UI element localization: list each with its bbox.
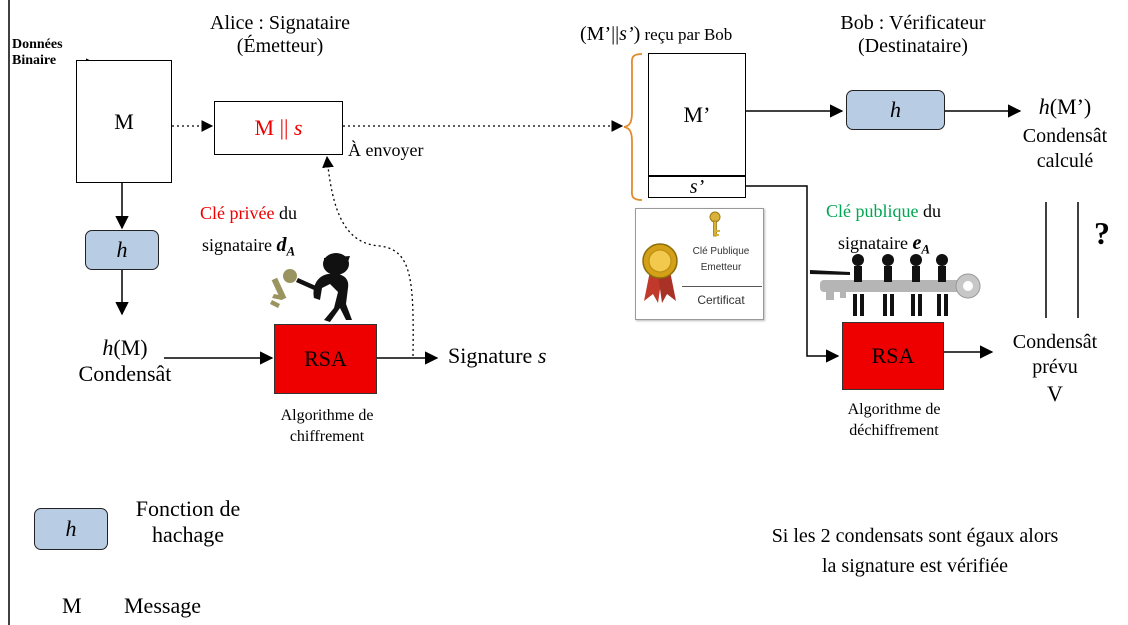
- condensat-prevu-line1: Condensât: [1012, 331, 1098, 353]
- spy-figure-icon: [270, 253, 352, 322]
- legend-m-symbol: M: [62, 593, 82, 618]
- legend-m-text: Message: [124, 593, 201, 618]
- legend-h-line1: Fonction de: [135, 496, 241, 521]
- rsa-box-left: RSA: [274, 324, 377, 394]
- received-suffix: reçu par Bob: [640, 25, 733, 44]
- private-signataire-label: signataire dA: [202, 234, 295, 260]
- concat-m: M ||: [254, 115, 294, 140]
- private-signataire-text: signataire: [202, 235, 277, 255]
- alice-line1: Alice : Signataire: [210, 12, 350, 34]
- arrow-signature-to-concat: [322, 155, 414, 357]
- concat-box: M || s: [214, 101, 343, 155]
- received-title: (M’||s’) reçu par Bob: [580, 23, 732, 46]
- rsa-box-right-label: RSA: [871, 343, 915, 368]
- legend-hash-box: h: [34, 508, 108, 550]
- algo-dechiffrement: Algorithme de déchiffrement: [825, 400, 963, 442]
- conclusion-line1: Si les 2 condensats sont égaux alors: [771, 525, 1059, 547]
- received-s: s’: [619, 23, 634, 45]
- algo-dechiff-line2: déchiffrement: [849, 421, 939, 439]
- received-close: ): [633, 23, 641, 45]
- public-signataire-text: signataire: [838, 233, 913, 253]
- sprime-box: s’: [648, 176, 746, 198]
- algo-chiff-line2: chiffrement: [289, 427, 365, 445]
- brace-received: [623, 53, 643, 201]
- donnees-line1: Données: [12, 37, 63, 52]
- hm-left-rest: (M): [113, 335, 148, 360]
- algo-dechiff-line1: Algorithme de: [847, 401, 941, 418]
- private-key-colored: Clé privée: [200, 203, 275, 223]
- private-key-label: Clé privée du: [200, 203, 297, 224]
- hash-box-left: h: [85, 230, 159, 270]
- public-key-rest: du: [918, 201, 941, 221]
- condensat-calcule-line2: calculé: [1036, 150, 1094, 172]
- public-key-colored: Clé publique: [826, 201, 919, 221]
- message-box: M: [76, 60, 172, 183]
- donnees-line2: Binaire: [12, 53, 57, 69]
- message-box-label: M: [114, 108, 134, 134]
- hmprime-rest: (M’): [1049, 94, 1092, 119]
- hm-left: h(M): [70, 335, 180, 360]
- hash-box-left-label: h: [116, 237, 128, 262]
- condensat-calcule-line1: Condensât: [1022, 125, 1108, 147]
- algo-chiffrement: Algorithme de chiffrement: [258, 406, 396, 448]
- certificate-divider: [682, 286, 762, 287]
- hash-box-right-label: h: [890, 97, 901, 122]
- private-key-symbol: d: [276, 234, 287, 256]
- conclusion-line2: la signature est vérifiée: [821, 555, 1009, 577]
- alice-title: Alice : Signataire (Émetteur): [195, 12, 365, 58]
- concat-s: s: [293, 115, 303, 140]
- conclusion-text: Si les 2 condensats sont égaux alors la …: [715, 521, 1115, 581]
- rsa-box-right: RSA: [842, 322, 944, 390]
- certificate: Clé Publique Emetteur Certificat: [635, 208, 764, 320]
- condensat-left: Condensât: [78, 361, 172, 386]
- mprime-box-label: M’: [683, 101, 711, 127]
- key-icon: [709, 211, 721, 237]
- condensat-prevu-line3: V: [1047, 381, 1063, 406]
- people-carrying-key-icon: [810, 254, 981, 316]
- seal-ribbon-icon: [642, 243, 678, 303]
- condensat-prevu: Condensât prévu V: [1000, 330, 1110, 408]
- mprime-box: M’: [648, 53, 746, 176]
- public-key-label: Clé publique du: [826, 201, 941, 222]
- hash-box-right: h: [846, 90, 945, 130]
- sprime-box-label: s’: [689, 175, 705, 198]
- received-prefix: (M’||: [580, 23, 620, 45]
- certificate-line2: Emetteur: [700, 262, 742, 273]
- bob-line2: (Destinataire): [858, 35, 968, 57]
- rsa-box-left-label: RSA: [304, 346, 347, 371]
- condensat-prevu-line2: prévu: [1032, 356, 1078, 378]
- arrow-sprime-to-rsa: [746, 185, 840, 363]
- public-key-symbol: e: [912, 232, 922, 254]
- a-envoyer-label: À envoyer: [348, 140, 424, 160]
- signature-text: Signature: [448, 343, 538, 368]
- public-signataire-label: signataire eA: [838, 232, 930, 258]
- bob-title: Bob : Vérificateur (Destinataire): [818, 12, 1008, 58]
- legend-h-line2: hachage: [151, 522, 225, 548]
- hmprime-right: h(M’): [1010, 94, 1120, 119]
- legend-hash-text: Fonction de hachage: [118, 496, 258, 549]
- signature-s: s: [537, 343, 547, 368]
- public-key-subscript: A: [921, 241, 931, 257]
- signature-label: Signature s: [448, 343, 546, 368]
- alice-line2: (Émetteur): [236, 35, 324, 57]
- hmprime-h: h: [1038, 94, 1050, 119]
- certificate-line3: Certificat: [697, 293, 745, 307]
- condensat-calcule: Condensât calculé: [1010, 124, 1120, 174]
- question-mark: ?: [1094, 215, 1110, 251]
- private-key-subscript: A: [286, 243, 296, 259]
- legend-hash-box-label: h: [65, 516, 77, 541]
- certificate-line1: Clé Publique: [692, 246, 750, 257]
- algo-chiff-line1: Algorithme de: [280, 407, 374, 424]
- private-key-rest: du: [274, 203, 297, 223]
- bob-line1: Bob : Vérificateur: [840, 12, 986, 34]
- concat-box-label: M || s: [255, 115, 303, 141]
- donnees-binaire-label: Données Binaire: [12, 37, 63, 69]
- hm-left-h: h: [102, 335, 114, 360]
